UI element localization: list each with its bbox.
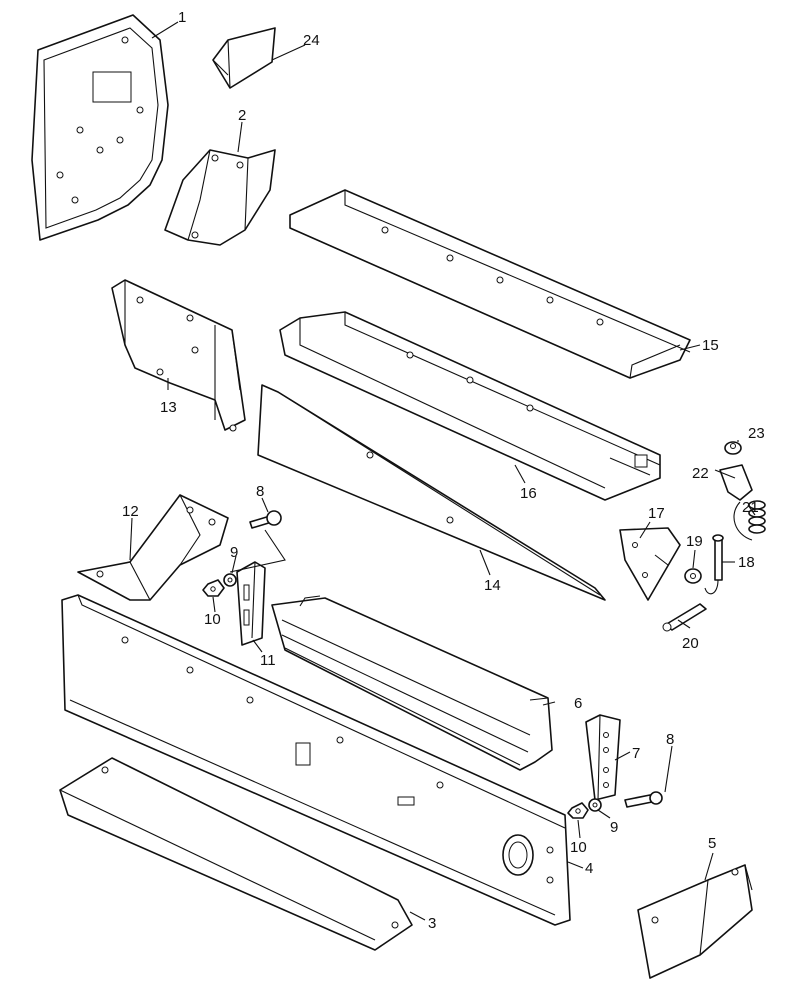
part-14-triangular-plate[interactable] — [257, 384, 606, 601]
callout-21: 21 — [742, 499, 759, 516]
part-16-channel-beam[interactable] — [279, 311, 661, 501]
part-12-seat-bracket[interactable] — [77, 494, 229, 601]
part-19-washer[interactable] — [684, 568, 702, 584]
part-23-nut[interactable] — [724, 441, 742, 455]
callout-9-lower: 9 — [610, 819, 618, 836]
part-21-spring[interactable] — [733, 500, 766, 541]
callout-13: 13 — [160, 399, 177, 416]
part-3-lower-panel[interactable] — [59, 757, 413, 951]
callout-17: 17 — [648, 505, 665, 522]
callout-6: 6 — [574, 695, 582, 712]
part-1-side-plate[interactable] — [31, 14, 169, 241]
callout-23: 23 — [748, 425, 765, 442]
callout-4: 4 — [585, 860, 593, 877]
part-5-bottom-bracket[interactable] — [637, 864, 753, 979]
part-10-nut-upper[interactable] — [202, 579, 225, 597]
callout-24: 24 — [303, 32, 320, 49]
callout-20: 20 — [682, 635, 699, 652]
callout-2: 2 — [238, 107, 246, 124]
callout-19: 19 — [686, 533, 703, 550]
part-22-clip[interactable] — [719, 464, 753, 501]
part-2-bracket[interactable] — [164, 149, 276, 246]
callout-16: 16 — [520, 485, 537, 502]
part-10-nut-lower[interactable] — [567, 802, 589, 819]
part-17-gusset[interactable] — [619, 527, 681, 601]
callout-18: 18 — [738, 554, 755, 571]
callout-14: 14 — [484, 577, 501, 594]
callout-5: 5 — [708, 835, 716, 852]
part-8-bolt-upper[interactable] — [249, 510, 282, 529]
part-9-washer-lower[interactable] — [588, 798, 602, 812]
part-13-upright-plate[interactable] — [111, 279, 246, 432]
callout-9-upper: 9 — [230, 544, 238, 561]
callout-7: 7 — [632, 745, 640, 762]
leader-lines — [129, 21, 756, 921]
callout-8-lower: 8 — [666, 731, 674, 748]
part-11-slotted-bar[interactable] — [236, 561, 266, 646]
callout-22: 22 — [692, 465, 709, 482]
callout-10-upper: 10 — [204, 611, 221, 628]
callout-labels: 1 24 2 15 13 16 14 23 22 21 17 18 19 20 … — [122, 9, 765, 932]
callout-8-upper: 8 — [256, 483, 264, 500]
part-9-washer-upper[interactable] — [223, 573, 237, 587]
callout-11: 11 — [260, 652, 276, 669]
part-15-top-channel[interactable] — [289, 189, 691, 379]
callout-12: 12 — [122, 503, 139, 520]
part-7-mounting-bracket[interactable] — [585, 714, 621, 801]
part-24-angle-bracket[interactable] — [212, 27, 276, 89]
callout-15: 15 — [702, 337, 719, 354]
part-8-bolt-lower[interactable] — [624, 791, 663, 808]
part-20-cotter-pin[interactable] — [662, 603, 707, 632]
callout-1: 1 — [178, 9, 186, 26]
callout-3: 3 — [428, 915, 436, 932]
part-4-main-panel[interactable] — [61, 594, 571, 926]
callout-10-lower: 10 — [570, 839, 587, 856]
part-6-ribbed-step[interactable] — [271, 595, 553, 771]
part-18-hook-bolt[interactable] — [704, 534, 724, 595]
